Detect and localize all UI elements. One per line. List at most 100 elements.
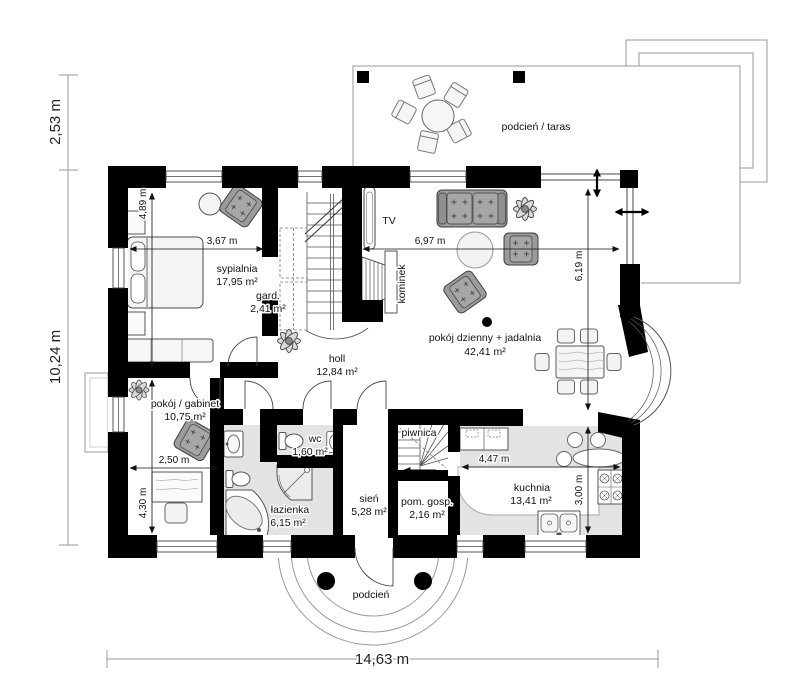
dim-kitchen-height: 3,00 m bbox=[574, 475, 585, 506]
stove bbox=[597, 469, 625, 505]
doors bbox=[189, 336, 394, 587]
armchair bbox=[217, 182, 265, 230]
dim-bedroom-width: 3,67 m bbox=[207, 236, 238, 247]
room-area-holl: 12,84 m² bbox=[316, 366, 358, 378]
room-label-pom-gosp: pom. gosp. bbox=[401, 496, 453, 508]
room-area-garderoba: 2,41 m² bbox=[250, 303, 286, 315]
sofa bbox=[436, 189, 508, 228]
porch-column bbox=[414, 572, 432, 590]
window bbox=[108, 247, 128, 289]
room-area-sien: 5,28 m² bbox=[351, 506, 387, 518]
room-area-lazienka: 6,15 m² bbox=[270, 517, 306, 529]
window bbox=[165, 166, 223, 188]
entrance-porch bbox=[277, 549, 469, 646]
room-area-kuchnia: 13,41 m² bbox=[510, 495, 552, 507]
terrace-column bbox=[513, 71, 525, 83]
window bbox=[524, 535, 587, 558]
zone-label-piwnica: piwnica bbox=[401, 427, 436, 439]
dining-table bbox=[555, 345, 605, 379]
sliding-door bbox=[620, 188, 640, 264]
door-hall bbox=[356, 380, 387, 410]
nightstand bbox=[126, 311, 146, 336]
room-label-pokoj-dzienny: pokój dzienny + jadalnia bbox=[429, 332, 542, 344]
desk-chair bbox=[164, 502, 188, 524]
sliding-door bbox=[541, 166, 620, 188]
washbasin bbox=[223, 430, 244, 458]
room-area-gabinet: 10,75 m² bbox=[164, 411, 206, 423]
windows bbox=[108, 166, 640, 558]
tv-unit bbox=[363, 186, 376, 250]
zone-label-podcien-taras: podcień / taras bbox=[502, 121, 571, 133]
walls bbox=[108, 166, 648, 558]
dim-overall-width: 14,63 m bbox=[355, 651, 409, 668]
dimension-lines bbox=[59, 74, 659, 668]
door-entry bbox=[354, 547, 394, 587]
door-bathroom bbox=[244, 380, 274, 410]
window bbox=[409, 166, 467, 188]
bedroom-sofa bbox=[119, 338, 214, 363]
porch-column bbox=[317, 572, 335, 590]
armchair bbox=[441, 268, 489, 316]
dining-set bbox=[534, 328, 622, 395]
dim-living-width: 6,97 m bbox=[415, 236, 446, 247]
terrace-table bbox=[421, 99, 455, 133]
bathroom-fixtures bbox=[223, 430, 343, 537]
stool bbox=[567, 432, 583, 448]
basement-stairs bbox=[398, 423, 449, 473]
window bbox=[456, 535, 484, 558]
stool bbox=[556, 451, 572, 467]
dim-living-height: 6,19 m bbox=[574, 251, 585, 282]
fireplace bbox=[361, 250, 398, 314]
room-label-garderoba: gard. bbox=[256, 290, 280, 302]
fixture-label-tv: TV bbox=[382, 215, 395, 227]
kitchen-sink bbox=[537, 510, 581, 538]
office-furniture bbox=[151, 417, 219, 524]
shower bbox=[276, 464, 313, 501]
dim-office-height: 4,30 m bbox=[138, 488, 149, 519]
column-dot bbox=[482, 317, 492, 327]
desk bbox=[151, 471, 203, 503]
double-bed bbox=[126, 236, 204, 309]
pillow bbox=[130, 241, 146, 272]
room-label-lazienka: łazienka bbox=[271, 504, 310, 516]
terrace-table-set bbox=[390, 74, 473, 155]
door-wc bbox=[302, 380, 332, 410]
plant bbox=[513, 197, 537, 221]
dim-overall-top-height: 2,53 m bbox=[47, 99, 64, 145]
dim-kitchen-width: 4,47 m bbox=[479, 454, 510, 465]
room-label-kuchnia: kuchnia bbox=[514, 482, 550, 494]
plant bbox=[128, 379, 150, 401]
pillow bbox=[130, 273, 146, 304]
window bbox=[156, 535, 218, 558]
door-bedroom bbox=[227, 336, 258, 367]
window bbox=[108, 396, 128, 433]
round-rug bbox=[456, 231, 494, 269]
living-furniture bbox=[436, 189, 622, 395]
dim-overall-height: 10,24 m bbox=[47, 330, 64, 384]
room-label-holl: holl bbox=[329, 353, 345, 365]
plant bbox=[277, 329, 301, 353]
stool bbox=[590, 432, 606, 448]
room-area-wc: 1,60 m² bbox=[292, 446, 328, 458]
window bbox=[297, 166, 323, 188]
room-label-gabinet: pokój / gabinet bbox=[151, 398, 219, 410]
room-label-sien: sień bbox=[359, 493, 378, 505]
window bbox=[262, 535, 292, 558]
sliding-door-arrows bbox=[593, 168, 650, 216]
room-label-wc: wc bbox=[308, 433, 322, 445]
terrace-column bbox=[357, 71, 369, 83]
room-label-sypialnia: sypialnia bbox=[217, 263, 258, 275]
labels: 2,53 m 10,24 m 14,63 m 4,89 m 3,67 m 6,9… bbox=[46, 98, 587, 670]
dim-bedroom-height: 4,89 m bbox=[138, 189, 149, 220]
zone-label-podcien: podcień bbox=[353, 589, 390, 601]
left-bay-outline bbox=[84, 372, 109, 453]
kitchen-cabinets bbox=[459, 427, 509, 451]
kitchen-fittings bbox=[457, 427, 626, 538]
toilet bbox=[225, 470, 251, 488]
room-area-sypialnia: 17,95 m² bbox=[216, 276, 258, 288]
room-area-pokoj-dzienny: 42,41 m² bbox=[464, 346, 506, 358]
bay-window bbox=[627, 316, 672, 426]
room-area-pom-gosp: 2,16 m² bbox=[409, 509, 445, 521]
